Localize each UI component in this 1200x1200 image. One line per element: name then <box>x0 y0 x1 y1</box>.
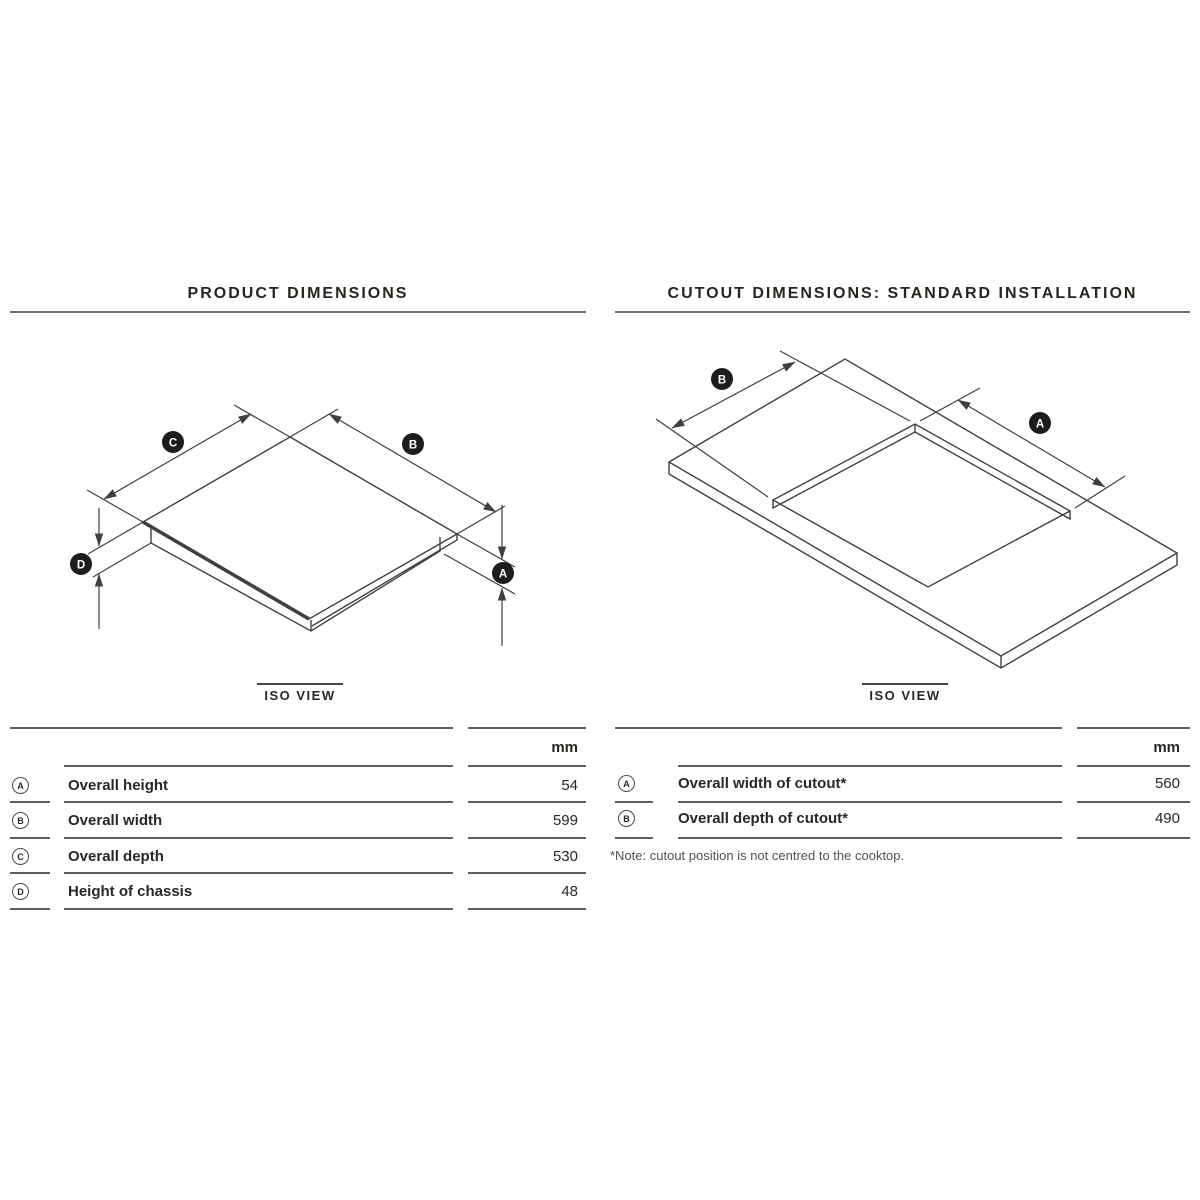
rule <box>678 801 1062 803</box>
rule <box>1077 765 1190 767</box>
benchtop-drawing <box>667 358 1179 669</box>
rule <box>10 801 50 803</box>
row-label: Overall depth of cutout* <box>678 810 849 827</box>
dimension-badges: C B D A <box>70 431 514 584</box>
dim-badge-a-circle <box>1029 412 1051 434</box>
row-label: Overall width <box>68 812 163 829</box>
dimension-lines <box>86 404 516 646</box>
rule <box>10 727 453 729</box>
rule <box>64 801 453 803</box>
rule <box>468 801 586 803</box>
dim-badge-a: A <box>1036 418 1044 430</box>
rule <box>10 872 50 874</box>
row-value: 599 <box>552 812 578 829</box>
row-label: Overall height <box>68 777 169 794</box>
rule <box>468 908 586 910</box>
row-key-badge: C <box>12 848 29 865</box>
rule <box>10 908 50 910</box>
title-rule <box>615 311 1190 313</box>
cutout-dimensions-title: CUTOUT DIMENSIONS: STANDARD INSTALLATION <box>667 285 1138 302</box>
product-iso-diagram: C B D A <box>70 404 516 646</box>
row-value: 560 <box>1154 775 1180 792</box>
rule <box>615 727 1062 729</box>
rule <box>678 837 1062 839</box>
dim-badge-c-circle <box>162 431 184 453</box>
row-value: 48 <box>561 883 578 900</box>
rule <box>64 908 453 910</box>
rule <box>1077 727 1190 729</box>
dim-badge-a-circle <box>492 562 514 584</box>
row-label: Height of chassis <box>68 883 193 900</box>
dim-badge-c: C <box>169 437 177 449</box>
rule <box>1077 801 1190 803</box>
dimension-lines <box>655 350 1126 509</box>
row-value: 54 <box>561 777 578 794</box>
title-rule <box>10 311 586 313</box>
row-key-badge: A <box>12 777 29 794</box>
dim-badge-d-circle <box>70 553 92 575</box>
row-value: 530 <box>552 848 578 865</box>
rule <box>64 872 453 874</box>
rule <box>678 765 1062 767</box>
unit-header: mm <box>1153 739 1180 756</box>
rule <box>468 837 586 839</box>
rule <box>1077 837 1190 839</box>
dim-badge-b-circle <box>711 368 733 390</box>
dim-badge-d: D <box>77 559 85 571</box>
rule <box>468 727 586 729</box>
dim-badge-b: B <box>409 439 417 451</box>
cutout-note: *Note: cutout position is not centred to… <box>610 848 905 863</box>
rule <box>615 837 653 839</box>
iso-view-rule <box>257 683 343 685</box>
iso-view-caption: ISO VIEW <box>264 688 336 703</box>
cooktop-drawing <box>141 436 459 632</box>
dimension-badges: B A <box>711 368 1051 434</box>
dim-badge-a: A <box>499 568 507 580</box>
dim-badge-b: B <box>718 374 726 386</box>
cutout-iso-diagram: B A <box>655 350 1179 669</box>
dim-badge-b-circle <box>402 433 424 455</box>
rule <box>64 837 453 839</box>
unit-header: mm <box>551 739 578 756</box>
row-value: 490 <box>1154 810 1180 827</box>
rule <box>10 837 50 839</box>
row-label: Overall width of cutout* <box>678 775 847 792</box>
row-label: Overall depth <box>68 848 164 865</box>
iso-view-rule <box>862 683 948 685</box>
row-key-badge: D <box>12 883 29 900</box>
rule <box>468 765 586 767</box>
rule <box>64 765 453 767</box>
row-key-badge: B <box>618 810 635 827</box>
row-key-badge: B <box>12 812 29 829</box>
iso-view-caption: ISO VIEW <box>869 688 941 703</box>
rule <box>615 801 653 803</box>
rule <box>468 872 586 874</box>
row-key-badge: A <box>618 775 635 792</box>
product-dimensions-title: PRODUCT DIMENSIONS <box>187 285 409 302</box>
